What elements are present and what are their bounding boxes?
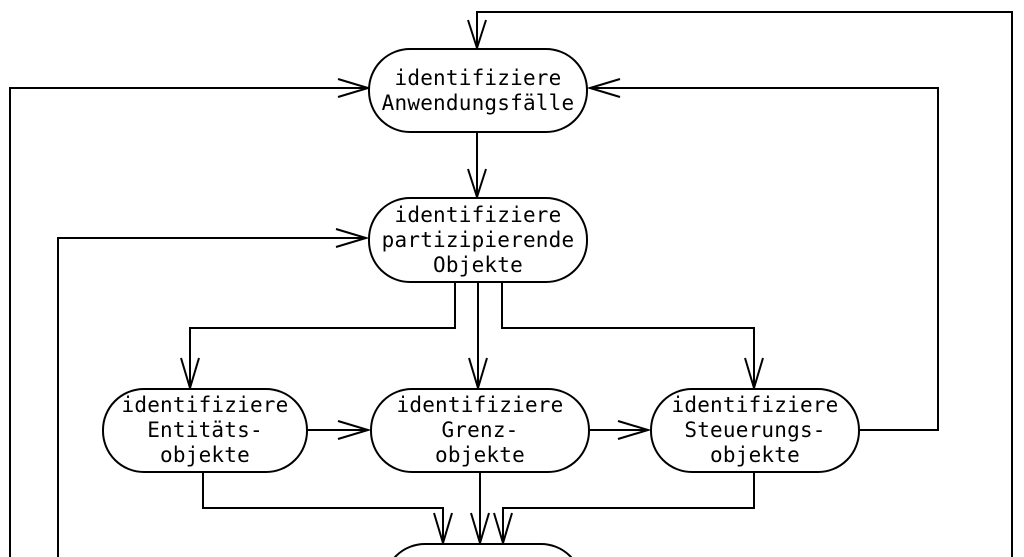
edge-entity-to-boundary [308,420,372,440]
node-label-line: identifiziere [396,393,564,417]
edge-line [592,87,939,431]
node-identifiziere-steuerungsobjekte: identifiziere Steuerungs- objekte [650,388,860,473]
edge-line [202,473,444,541]
edge-boundary-to-control [590,420,652,440]
edge-participating-to-boundary [468,283,488,392]
node-label-line: partizipierende [381,227,575,252]
node-label-line: objekte [710,443,800,467]
node-label-line: Objekte [433,252,523,277]
edge-loop-left-outer-to-use-cases [9,78,372,557]
arrowhead-right-icon [335,228,370,248]
node-label-line: identifiziere [394,65,562,90]
arrowhead-right-icon [337,420,372,440]
edge-entity-to-bottom [202,473,453,547]
edge-line [9,87,366,557]
edge-control-to-bottom [493,473,755,547]
node-bottom-partial [383,543,583,557]
edge-line [501,283,755,386]
node-label-line: Anwendungsfälle [381,90,575,115]
edge-use-cases-to-participating [467,133,487,201]
edge-participating-to-control [501,283,764,392]
node-label-line: objekte [160,443,250,467]
node-identifiziere-anwendungsfaelle: identifiziere Anwendungsfälle [368,48,588,133]
node-identifiziere-grenzobjekte: identifiziere Grenz- objekte [370,388,590,473]
arrowhead-left-icon [586,78,621,98]
edge-line [189,283,456,386]
node-identifiziere-entitaetsobjekte: identifiziere Entitäts- objekte [102,388,308,473]
node-identifiziere-partizipierende-objekte: identifiziere partizipierende Objekte [368,197,588,283]
edge-line [502,473,755,541]
node-label-line: identifiziere [121,393,289,417]
node-label-line: Entitäts- [147,418,263,442]
edge-participating-to-entity [180,283,456,392]
node-label-line: identifiziere [671,393,839,417]
node-label-line: objekte [435,443,525,467]
edge-line [57,237,364,557]
arrowhead-right-icon [617,420,652,440]
edge-control-loop-to-use-cases [586,78,939,431]
edge-line [476,11,1013,557]
node-label-line: Steuerungs- [684,418,826,442]
edge-boundary-to-bottom [470,473,490,547]
node-label-line: Grenz- [441,418,519,442]
edge-loop-left-inner-to-participating [57,228,370,557]
node-label-line: identifiziere [394,202,562,227]
